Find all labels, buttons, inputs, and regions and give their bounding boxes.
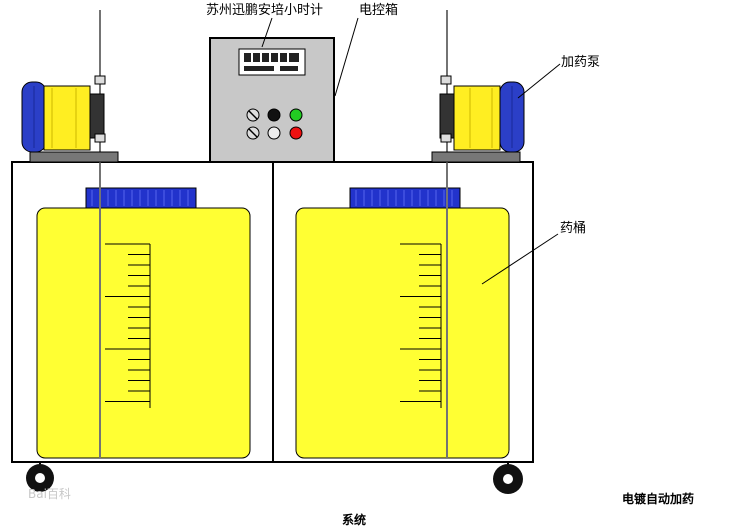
right-pump-base	[431, 151, 521, 163]
right-pump-connector	[439, 93, 455, 139]
right-tank	[295, 187, 510, 459]
right-scale-ticks	[400, 243, 441, 402]
left-dosing-pump	[21, 75, 119, 163]
right-tank-cap-ridges	[355, 190, 453, 206]
caption-line-1: 电镀自动加药	[622, 491, 694, 506]
timer-label: 苏州迅鹏安培小时计	[206, 2, 323, 18]
left-pump-head	[43, 85, 91, 151]
right-tank-body	[295, 207, 510, 459]
button-black[interactable]	[267, 108, 281, 122]
chemical-tank-label: 药桶	[560, 221, 586, 236]
control-box-label: 电控箱	[359, 2, 398, 18]
control-box-leader-line	[334, 17, 359, 97]
timer-leader-line	[261, 17, 273, 48]
right-wheel	[493, 462, 523, 494]
right-dosing-pump	[431, 75, 525, 163]
left-pump-connector	[89, 93, 105, 139]
selector-switch-1[interactable]	[246, 108, 260, 122]
left-wheel	[26, 462, 54, 492]
pump-leader-line	[517, 63, 561, 99]
button-white[interactable]	[267, 126, 281, 140]
button-green[interactable]	[289, 108, 303, 122]
button-red[interactable]	[289, 126, 303, 140]
control-box	[209, 37, 335, 163]
caption-line-2: 系统	[342, 512, 366, 527]
tank-leader-line	[481, 233, 559, 285]
dosing-pump-label: 加药泵	[561, 55, 600, 70]
right-pump-head	[453, 85, 501, 151]
timer-display-digits	[244, 53, 299, 71]
left-tank	[36, 187, 251, 459]
left-scale-ticks	[105, 243, 150, 402]
selector-switch-2[interactable]	[246, 126, 260, 140]
left-pump-base	[29, 151, 119, 163]
left-tank-body	[36, 207, 251, 459]
watermark: Bai百科	[28, 487, 71, 501]
